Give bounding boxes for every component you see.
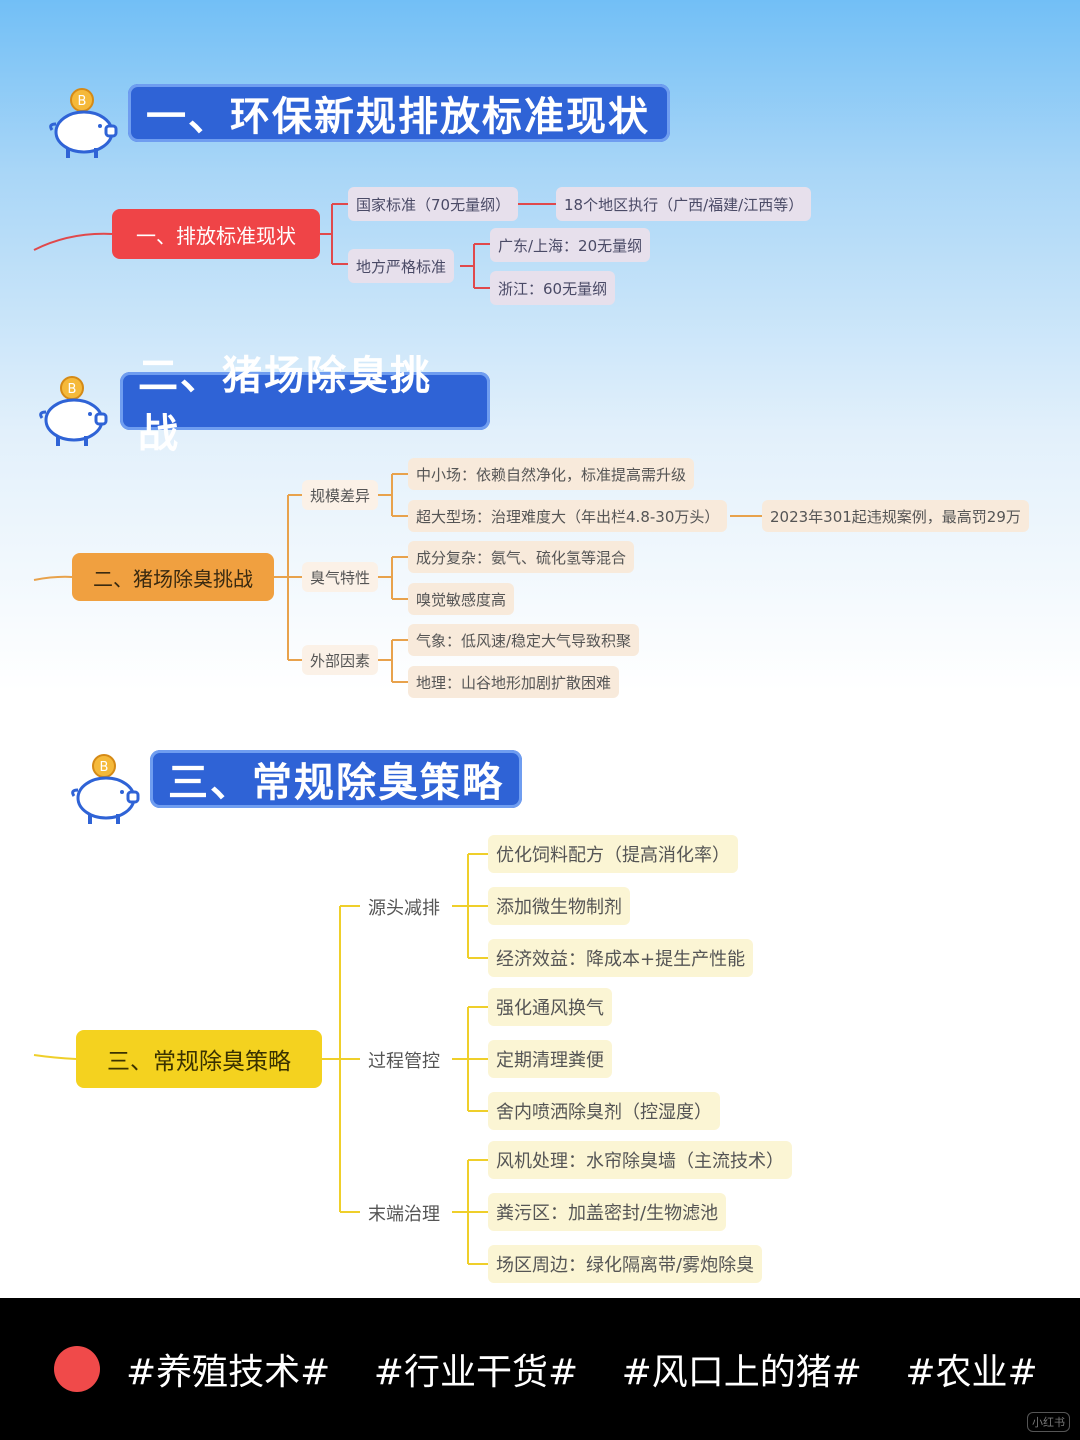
leaf-node: 添加微生物制剂 — [488, 887, 630, 925]
branch-node: 规模差异 — [302, 480, 379, 510]
leaf-node: 成分复杂：氨气、硫化氢等混合 — [408, 541, 635, 573]
hashtag-link[interactable]: #行业干货# — [373, 1352, 579, 1393]
hashtag-link[interactable]: #农业# — [905, 1352, 1038, 1393]
leaf-node: 中小场：依赖自然净化，标准提高需升级 — [408, 458, 695, 490]
root-node-deodorization-strategy: 三、常规除臭策略 — [76, 1030, 322, 1088]
leaf-node: 地理：山谷地形加剧扩散困难 — [408, 666, 620, 698]
section-title: 二、猪场除臭挑战 — [120, 353, 490, 457]
section-title: 三、常规除臭策略 — [150, 750, 522, 808]
section-title: 一、环保新规排放标准现状 — [128, 84, 670, 142]
record-dot-icon — [54, 1346, 100, 1392]
leaf-node: 场区周边：绿化隔离带/雾炮除臭 — [488, 1245, 763, 1283]
leaf-node: 浙江：60无量纲 — [490, 271, 616, 305]
branch-node: 末端治理 — [368, 1204, 440, 1225]
branch-node: 过程管控 — [368, 1051, 440, 1072]
svg-text:B: B — [100, 760, 109, 775]
leaf-node: 18个地区执行（广西/福建/江西等） — [556, 187, 812, 221]
hashtag-link[interactable]: #风口上的猪# — [621, 1352, 862, 1393]
branch-node: 国家标准（70无量纲） — [348, 187, 519, 221]
piggy-bank-icon: B — [39, 376, 108, 446]
watermark: 小红书 — [1027, 1412, 1070, 1432]
leaf-node: 舍内喷洒除臭剂（控湿度） — [488, 1092, 720, 1130]
hashtag-footer: #养殖技术# #行业干货# #风口上的猪# #农业# 小红书 — [0, 1298, 1080, 1440]
hashtag-list: #养殖技术# #行业干货# #风口上的猪# #农业# — [126, 1343, 1060, 1395]
leaf-node: 优化饲料配方（提高消化率） — [488, 835, 738, 873]
leaf-node-extra: 2023年301起违规案例，最高罚29万 — [762, 500, 1029, 532]
piggy-bank-icon: B — [71, 754, 140, 824]
branch-node: 外部因素 — [302, 645, 379, 675]
leaf-node: 经济效益：降成本+提生产性能 — [488, 939, 754, 977]
leaf-node: 风机处理：水帘除臭墙（主流技术） — [488, 1141, 792, 1179]
root-node-emission-standards: 一、排放标准现状 — [112, 209, 320, 259]
branch-node: 臭气特性 — [302, 562, 379, 592]
piggy-bank-icon: B — [49, 88, 118, 158]
branch-node: 源头减排 — [368, 898, 440, 919]
leaf-node: 气象：低风速/稳定大气导致积聚 — [408, 624, 640, 656]
svg-text:B: B — [68, 382, 77, 397]
branch-node: 地方严格标准 — [348, 249, 455, 283]
leaf-node: 广东/上海：20无量纲 — [490, 228, 651, 262]
root-node-deodorization-challenge: 二、猪场除臭挑战 — [72, 553, 274, 601]
svg-text:B: B — [78, 94, 87, 109]
hashtag-link[interactable]: #养殖技术# — [126, 1352, 331, 1393]
leaf-node: 超大型场：治理难度大（年出栏4.8-30万头） — [408, 500, 728, 532]
leaf-node: 定期清理粪便 — [488, 1040, 612, 1078]
leaf-node: 强化通风换气 — [488, 988, 612, 1026]
leaf-node: 粪污区：加盖密封/生物滤池 — [488, 1193, 727, 1231]
leaf-node: 嗅觉敏感度高 — [408, 583, 515, 615]
